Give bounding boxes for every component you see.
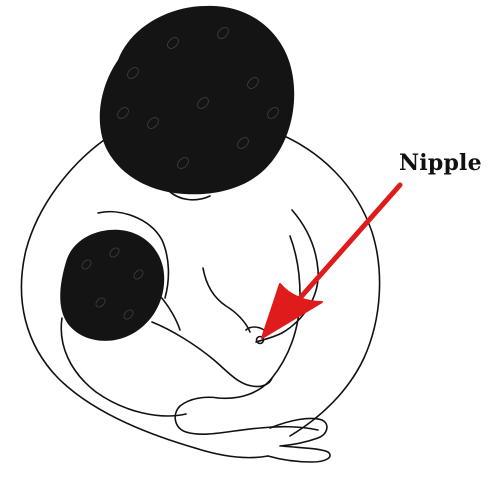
annotation-arrow — [261, 182, 403, 339]
arrow-head — [261, 283, 323, 339]
mother-left-shoulder — [20, 139, 196, 449]
mother-hair-mass — [99, 5, 295, 195]
nipple-label: Nipple — [399, 150, 482, 176]
baby-arm — [151, 321, 273, 388]
baby-face — [159, 295, 181, 331]
baby-head — [60, 229, 165, 341]
baby-figure — [60, 295, 273, 417]
nipple-marker — [255, 335, 265, 345]
baby-hair-mass — [60, 229, 165, 341]
mother-arm-lower — [174, 396, 319, 435]
areola-line — [245, 326, 265, 331]
mother-hand — [269, 417, 328, 447]
mother-hair — [99, 5, 295, 195]
mother-arm-upper — [217, 235, 301, 400]
mother-fingers — [267, 445, 331, 463]
mother-chest-line — [202, 267, 251, 333]
arrow-shaft — [282, 182, 403, 318]
mother-lap — [194, 447, 269, 459]
mother-right-shoulder — [274, 131, 381, 437]
mother-hair-curls — [117, 27, 279, 169]
baby-hair-curls — [81, 247, 144, 320]
mother-left-breast — [97, 211, 170, 299]
baby-back — [60, 317, 187, 417]
